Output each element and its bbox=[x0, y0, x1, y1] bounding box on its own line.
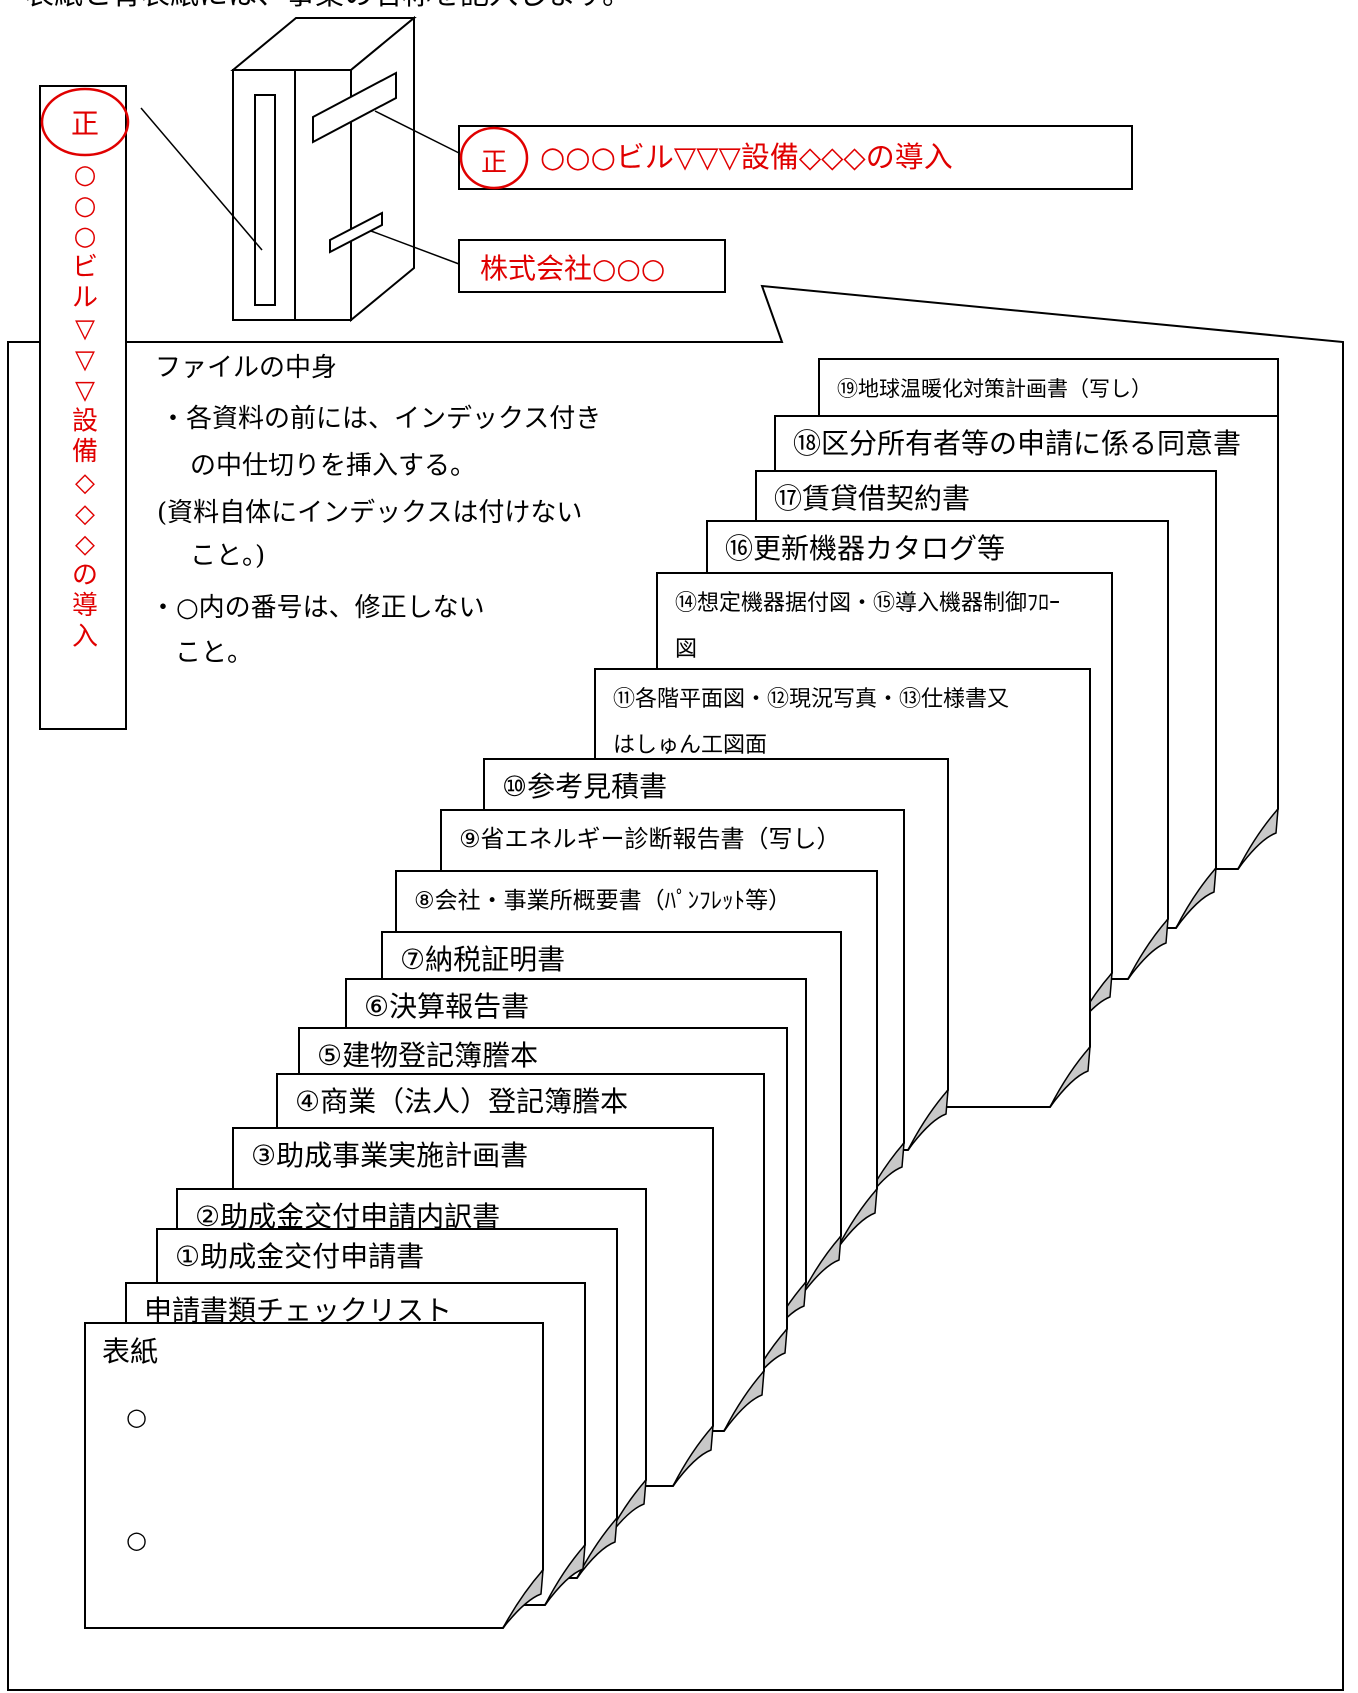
spine-char: ○ bbox=[74, 191, 97, 221]
document-label: ⑦納税証明書 bbox=[400, 943, 565, 976]
spine-char: 備 bbox=[72, 437, 98, 467]
project-name-box: 正 ○○○ビル▽▽▽設備◇◇◇の導入 bbox=[458, 125, 1133, 190]
spine-char: ◇ bbox=[75, 499, 95, 529]
company-name: 株式会社○○○ bbox=[480, 252, 665, 285]
sheet-fold bbox=[907, 1087, 949, 1151]
notes-heading: ファイルの中身 bbox=[155, 353, 337, 383]
spine-char: ▽ bbox=[75, 314, 95, 344]
notes-line: の中仕切りを挿入する。 bbox=[190, 451, 476, 481]
binder-name-slot bbox=[329, 211, 383, 254]
sheet-fold bbox=[672, 1423, 714, 1487]
cover-sheet: 表紙 ○ ○ bbox=[84, 1322, 544, 1629]
sheet-fold bbox=[1175, 865, 1217, 929]
document-label-cont: はしゅん工図面 bbox=[613, 733, 767, 758]
document-label: ⑯更新機器カタログ等 bbox=[725, 532, 1005, 565]
document-label: ④商業（法人）登記簿謄本 bbox=[295, 1085, 628, 1118]
document-label: ⑥決算報告書 bbox=[364, 990, 529, 1023]
spine-char: 入 bbox=[72, 622, 98, 652]
sheet-fold bbox=[1049, 1044, 1091, 1108]
binder-cover-slot bbox=[312, 71, 397, 144]
spine-char: ○ bbox=[74, 160, 97, 190]
spine-char: 導 bbox=[72, 591, 98, 621]
notes-line: (資料自体にインデックスは付けない bbox=[157, 498, 582, 528]
document-label: ③助成事業実施計画書 bbox=[251, 1139, 528, 1172]
sheet-fold bbox=[1237, 806, 1279, 870]
notes-line: ・各資料の前には、インデックス付き bbox=[160, 404, 601, 434]
punch-hole: ○ bbox=[126, 1526, 147, 1554]
document-label: ⑩参考見積書 bbox=[502, 770, 667, 803]
spine-seal-circle bbox=[40, 87, 130, 157]
spine-char: の bbox=[72, 560, 98, 590]
spine-char: ◇ bbox=[75, 468, 95, 498]
header-text: 表紙と背表紙には、事業の名称を記入します。 bbox=[25, 0, 631, 11]
document-label: ②助成金交付申請内訳書 bbox=[195, 1200, 500, 1233]
document-label: ⑧会社・事業所概要書（ﾊﾟﾝﾌﾚｯﾄ等） bbox=[414, 888, 791, 914]
binder-illustration bbox=[230, 15, 417, 323]
company-box: 株式会社○○○ bbox=[458, 239, 726, 293]
spine-seal: 正 bbox=[71, 107, 99, 140]
sheet-fold bbox=[1127, 916, 1169, 980]
notes: ファイルの中身 ・各資料の前には、インデックス付き の中仕切りを挿入する。 (資… bbox=[150, 353, 601, 668]
sheet-fold bbox=[544, 1542, 586, 1606]
spine-vertical-text: ○○○ビル▽▽▽設備◇◇◇の導入 bbox=[72, 160, 98, 652]
spine-char: ▽ bbox=[75, 345, 95, 375]
spine-char: ル bbox=[72, 283, 98, 313]
document-label: ⑭想定機器据付図・⑮導入機器制御ﾌﾛｰ bbox=[675, 591, 1060, 616]
binder-spine-slot bbox=[254, 94, 276, 306]
sheet-fold bbox=[723, 1368, 765, 1432]
document-label: ⑱区分所有者等の申請に係る同意書 bbox=[793, 427, 1241, 460]
document-label: ⑤建物登記簿謄本 bbox=[317, 1039, 538, 1072]
spine-char: ▽ bbox=[75, 376, 95, 406]
leader-lines bbox=[140, 107, 468, 265]
cover-title: 表紙 bbox=[102, 1335, 158, 1368]
spine-char: ○ bbox=[74, 222, 97, 252]
document-label: ⑪各階平面図・⑫現況写真・⑬仕様書又 bbox=[613, 687, 1009, 712]
document-label: ①助成金交付申請書 bbox=[175, 1240, 424, 1273]
document-label: 申請書類チェックリスト bbox=[144, 1294, 452, 1327]
spine-char: ビ bbox=[72, 252, 98, 282]
notes-line: こと。 bbox=[175, 638, 253, 668]
document-label: ⑨省エネルギー診断報告書（写し） bbox=[459, 825, 841, 853]
document-label-cont: 図 bbox=[675, 637, 697, 662]
document-stack: ⑲地球温暖化対策計画書（写し） ⑱区分所有者等の申請に係る同意書 ⑰賃貸借契約書 ⑯更… bbox=[84, 358, 1279, 1629]
sheet-fold bbox=[502, 1567, 544, 1629]
notes-line: ・○内の番号は、修正しない bbox=[150, 593, 485, 623]
spine-label: 正 ○○○ビル▽▽▽設備◇◇◇の導入 bbox=[39, 85, 130, 730]
document-label: ⑰賃貸借契約書 bbox=[774, 482, 970, 515]
document-label: ⑲地球温暖化対策計画書（写し） bbox=[837, 377, 1152, 401]
punch-hole: ○ bbox=[126, 1403, 147, 1431]
sheet-fold bbox=[576, 1515, 618, 1579]
project-seal-circle bbox=[459, 126, 529, 190]
notes-line: こと。) bbox=[190, 541, 265, 571]
project-seal: 正 bbox=[481, 148, 507, 178]
project-name: ○○○ビル▽▽▽設備◇◇◇の導入 bbox=[540, 140, 953, 174]
spine-char: ◇ bbox=[75, 530, 95, 560]
spine-char: 設 bbox=[72, 406, 98, 436]
content-frame bbox=[7, 284, 1344, 1691]
